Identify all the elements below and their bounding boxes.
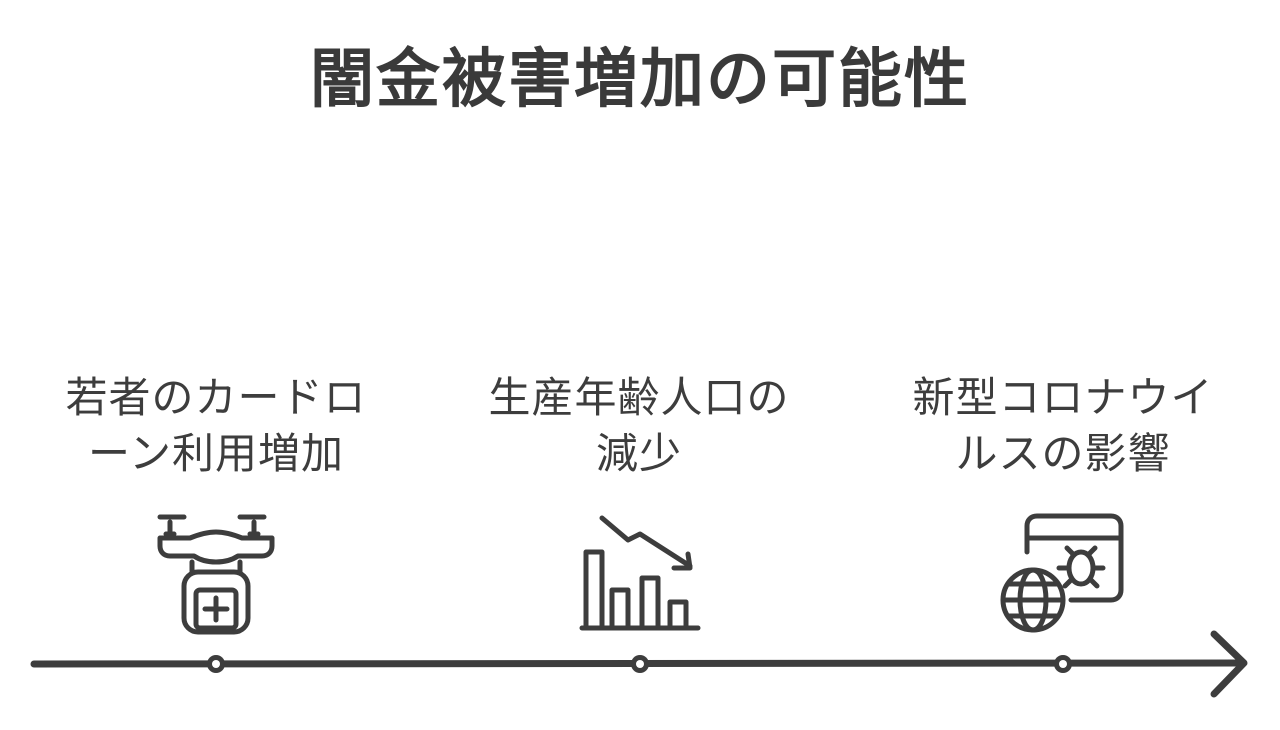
- drone-delivery-icon: [146, 508, 286, 638]
- declining-bar-chart-icon: [570, 508, 710, 638]
- event-label-young-card-loan: 若者のカードロ ーン利用増加: [26, 370, 406, 482]
- event-label-line: ルスの影響: [955, 429, 1171, 478]
- event-label-working-population: 生産年齢人口の 減少: [449, 370, 829, 482]
- event-label-line: 減少: [595, 429, 682, 478]
- globe-virus-browser-icon: [993, 508, 1133, 638]
- diagram-title: 闇金被害増加の可能性: [310, 43, 970, 117]
- event-label-line: 生産年齢人口の: [488, 373, 790, 422]
- event-label-covid: 新型コロナウイ ルスの影響: [873, 370, 1253, 482]
- event-label-line: 若者のカードロ: [65, 373, 367, 422]
- event-label-line: ーン利用増加: [88, 429, 344, 478]
- event-label-line: 新型コロナウイ: [912, 373, 1214, 422]
- timeline-arrowhead: [1210, 630, 1248, 698]
- timeline-axis: [30, 630, 1248, 698]
